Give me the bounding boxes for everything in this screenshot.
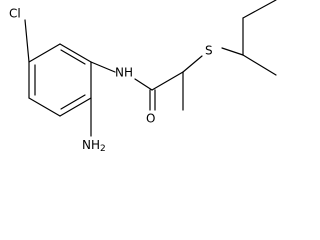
chlorine-label: Cl	[9, 7, 21, 21]
molecule-diagram: Cl NH NH2 O S	[9, 0, 277, 154]
amine-label-subscript: 2	[100, 144, 106, 154]
ring-bond	[59, 97, 92, 117]
bond-ring-nitrogen	[90, 61, 116, 73]
bond-ethyl-methyl	[242, 0, 277, 19]
bond-sulfur-carbon	[221, 47, 244, 56]
bond-carbonyl-alpha	[151, 71, 184, 91]
ring-double-bond	[60, 49, 86, 65]
amine-label: NH2	[82, 138, 106, 154]
amine-label-main: NH	[82, 138, 100, 152]
bond-carbon-methyl	[242, 54, 277, 76]
bond-alpha-sulfur	[182, 55, 203, 73]
sulfur-label: S	[205, 44, 213, 58]
ring-bond	[28, 43, 61, 63]
bond-nitrogen-carbonyl	[134, 78, 153, 91]
amide-nitrogen-label: NH	[115, 66, 133, 80]
ring-bond	[28, 97, 61, 117]
ring-bond	[59, 43, 92, 63]
benzene-ring	[28, 43, 92, 117]
carbonyl-oxygen-label: O	[146, 112, 155, 126]
ring-double-bond	[60, 94, 86, 110]
bond-ring-chlorine	[24, 19, 30, 63]
